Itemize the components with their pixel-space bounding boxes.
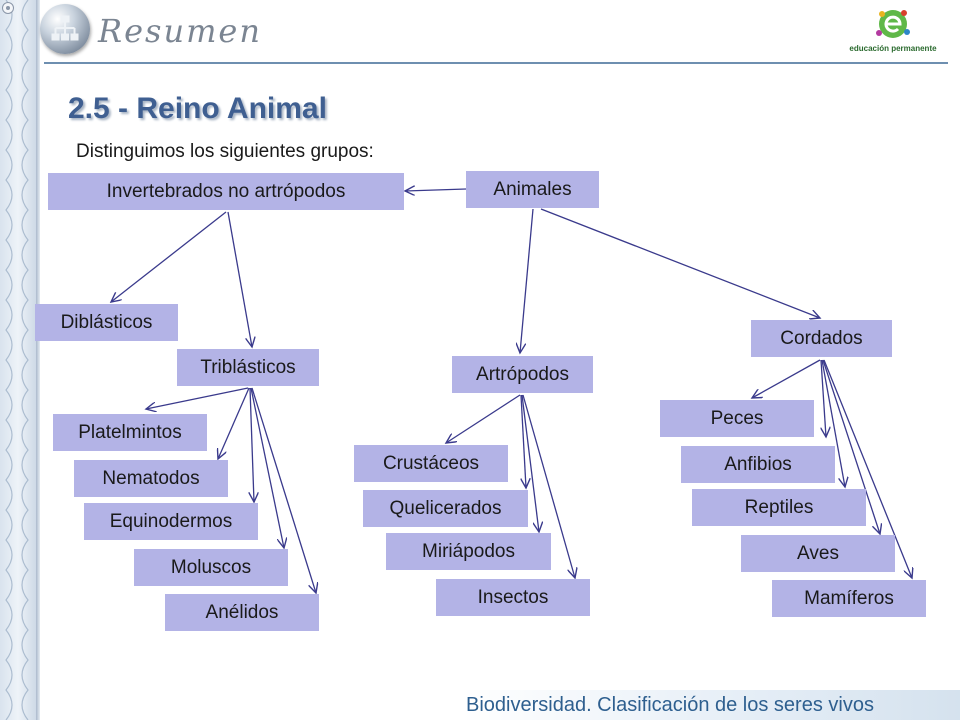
slide-title: 2.5 - Reino Animal — [68, 92, 327, 125]
node-artropodos: Artrópodos — [452, 356, 593, 393]
arrow-triblasticos-to-anelidos — [251, 387, 316, 593]
arrow-artropodos-to-insectos — [522, 394, 575, 578]
node-reptiles: Reptiles — [692, 489, 866, 526]
network-globe-icon — [40, 4, 90, 54]
node-peces: Peces — [660, 400, 814, 437]
node-animales: Animales — [466, 171, 599, 208]
node-anfibios: Anfibios — [681, 446, 835, 483]
arrow-cordados-to-mamiferos — [823, 359, 912, 578]
arrow-animales-to-invertebrados — [405, 189, 467, 191]
slide-subtitle: Distinguimos los siguientes grupos: — [76, 141, 374, 162]
header-title: Resumen — [98, 12, 262, 50]
node-nematodos: Nematodos — [74, 460, 228, 497]
header-divider — [44, 62, 948, 64]
arrow-cordados-to-aves — [822, 359, 880, 534]
arrow-triblasticos-to-moluscos — [250, 387, 284, 548]
arrow-triblasticos-to-platelmintos — [146, 387, 249, 409]
node-mamiferos: Mamíferos — [772, 580, 926, 617]
arrow-artropodos-to-miriapodos — [521, 394, 539, 532]
arrow-triblasticos-to-nematodos — [218, 387, 250, 459]
left-decorative-bar — [0, 0, 40, 720]
arrow-artropodos-to-crustaceos — [446, 394, 521, 443]
node-insectos: Insectos — [436, 579, 590, 616]
node-triblasticos: Triblásticos — [177, 349, 319, 386]
arrow-cordados-to-peces — [752, 359, 821, 398]
node-equinodermos: Equinodermos — [84, 503, 258, 540]
arrow-artropodos-to-quelicerados — [520, 394, 526, 488]
node-diblasticos: Diblásticos — [35, 304, 178, 341]
node-cordados: Cordados — [751, 320, 892, 357]
arrow-animales-to-artropodos — [520, 208, 534, 353]
node-miriapodos: Miriápodos — [386, 533, 551, 570]
arrow-animales-to-cordados — [540, 208, 820, 318]
node-platelmintos: Platelmintos — [53, 414, 207, 451]
footer-caption: Biodiversidad. Clasificación de los sere… — [462, 690, 960, 720]
scroll-pattern — [5, 0, 29, 720]
arrow-invertebrados-to-diblasticos — [111, 211, 227, 302]
educacion-permanente-logo-icon — [876, 10, 910, 38]
node-moluscos: Moluscos — [134, 549, 288, 586]
node-aves: Aves — [741, 535, 895, 572]
node-crustaceos: Crustáceos — [354, 445, 508, 482]
node-invertebrados: Invertebrados no artrópodos — [48, 173, 404, 210]
circle-dot-icon — [2, 2, 14, 14]
arrow-triblasticos-to-equinodermos — [250, 387, 254, 502]
node-anelidos: Anélidos — [165, 594, 319, 631]
arrow-invertebrados-to-triblasticos — [227, 211, 252, 347]
node-quelicerados: Quelicerados — [363, 490, 528, 527]
arrow-cordados-to-reptiles — [821, 359, 845, 487]
logo-caption: educación permanente — [849, 44, 937, 53]
arrow-cordados-to-anfibios — [820, 359, 826, 437]
